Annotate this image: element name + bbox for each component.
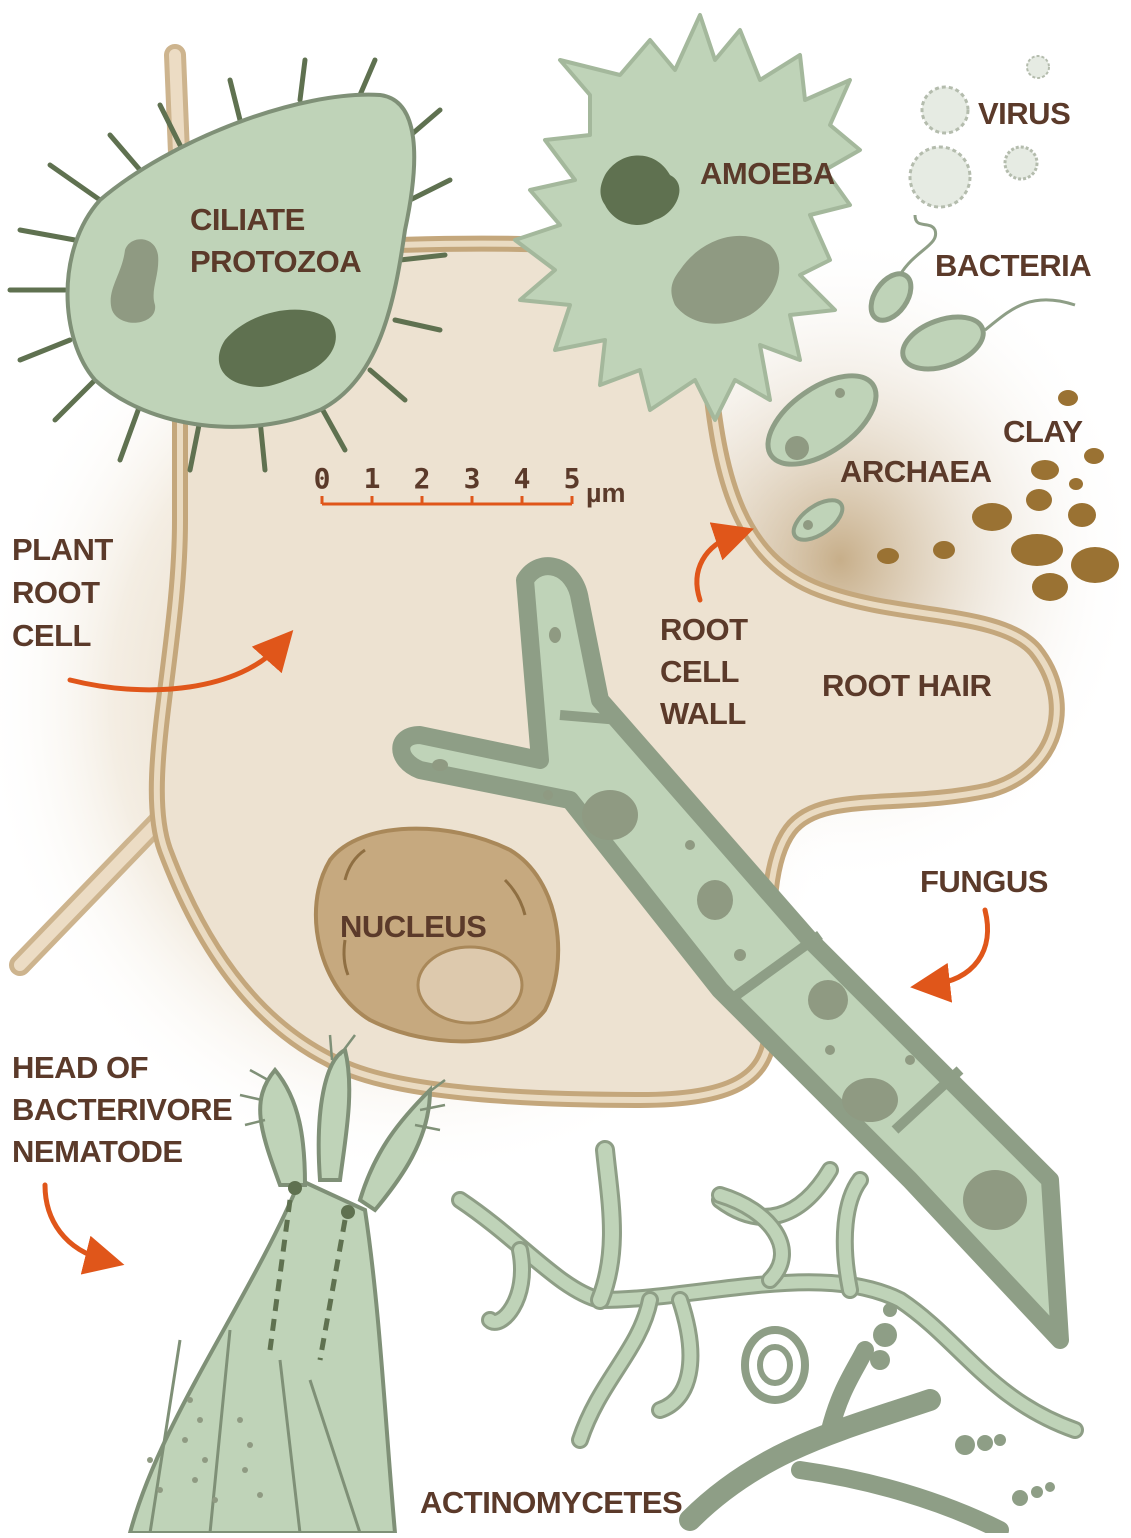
label-fungus: FUNGUS: [920, 864, 1048, 899]
scale-tick-2: 2: [414, 462, 431, 495]
label-virus: VIRUS: [978, 96, 1070, 131]
nucleolus: [418, 947, 522, 1023]
scale-tick-5: 5: [564, 462, 581, 495]
arrow-fungus: [930, 910, 988, 985]
label-root-cell-wall: ROOT CELL WALL: [660, 612, 756, 731]
label-clay: CLAY: [1003, 414, 1083, 449]
label-amoeba: AMOEBA: [700, 156, 835, 191]
scale-tick-1: 1: [364, 462, 381, 495]
scale-unit: µm: [586, 478, 626, 508]
label-actinomycetes: ACTINOMYCETES: [420, 1485, 682, 1520]
label-nucleus: NUCLEUS: [340, 909, 486, 944]
scale-tick-4: 4: [514, 462, 531, 495]
label-archaea: ARCHAEA: [840, 454, 992, 489]
virus-particles: [910, 56, 1049, 207]
scale-tick-0: 0: [314, 462, 331, 495]
label-root-hair: ROOT HAIR: [822, 668, 992, 703]
scale-tick-3: 3: [464, 462, 481, 495]
label-bacteria: BACTERIA: [935, 248, 1091, 283]
arrow-nematode: [45, 1185, 105, 1260]
